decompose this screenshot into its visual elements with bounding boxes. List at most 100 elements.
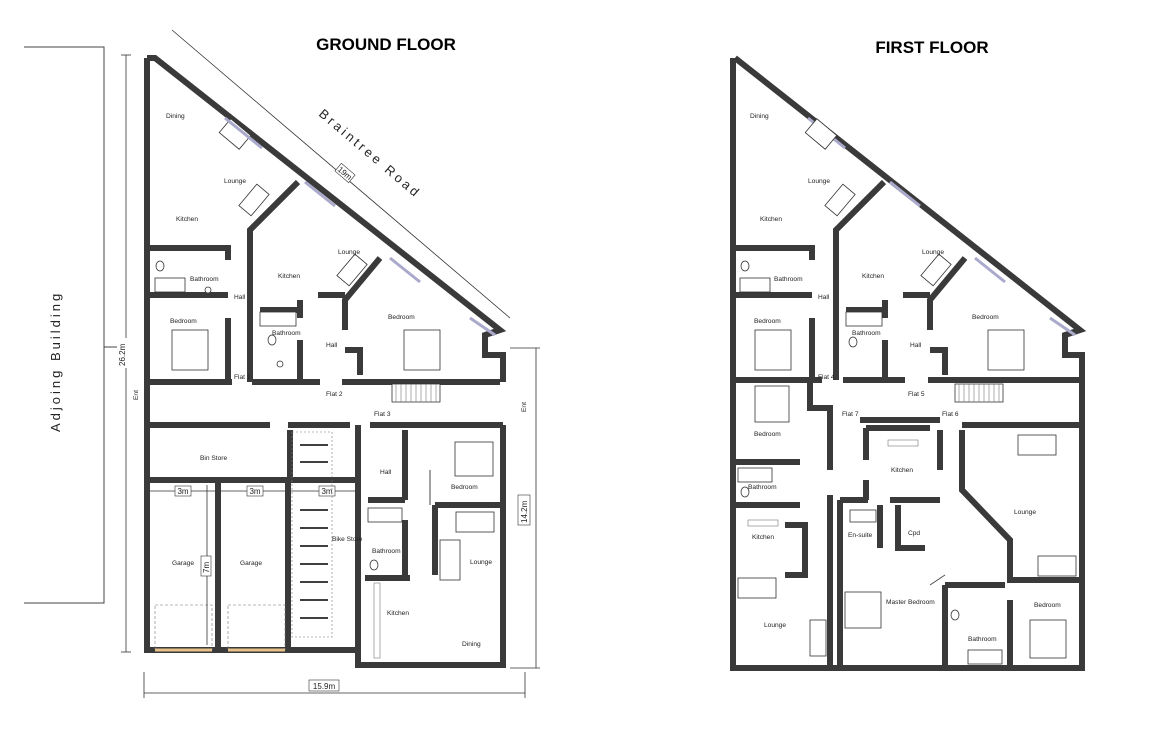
window (974, 256, 1006, 284)
room-label: Bedroom (754, 318, 781, 325)
garage-door-2 (227, 604, 286, 651)
outer-wall (730, 55, 1087, 671)
room-label: Lounge (1014, 509, 1036, 516)
room-label: Cpd (908, 530, 920, 537)
room-label: Hall (234, 294, 246, 301)
room-label: Bin Store (200, 455, 227, 462)
bed-icon (171, 329, 209, 371)
bed-icon (754, 385, 790, 423)
sofa-icon (455, 511, 495, 533)
adjoining-building-outline (24, 46, 105, 604)
sofa-icon (336, 253, 368, 287)
window (1049, 316, 1076, 337)
dim-label-box (174, 485, 192, 497)
room-label: Bedroom (451, 484, 478, 491)
room-label: Dining (750, 113, 769, 120)
room-label: Flat 2 (326, 391, 343, 398)
right-height-dim: 14.2m (520, 500, 529, 523)
door-swing (929, 574, 946, 586)
garage2-width-dim: 3m (249, 487, 260, 496)
garage1-width-dim: 3m (177, 487, 188, 496)
bath-icon (967, 649, 1003, 665)
room-label: Flat 1 (234, 374, 251, 381)
garage-depth-dim: 7m (202, 562, 211, 573)
sofa-icon (1017, 434, 1057, 456)
kitchen-counter (747, 519, 779, 527)
toilet-icon (267, 334, 277, 346)
room-label: Bedroom (170, 318, 197, 325)
sofa-icon (920, 253, 952, 287)
window (469, 316, 496, 337)
room-label: Kitchen (387, 610, 409, 617)
room-label: Bedroom (754, 431, 781, 438)
room-label: Kitchen (278, 273, 300, 280)
room-label: Dining (462, 641, 481, 648)
garage-door-1 (154, 604, 213, 651)
window (304, 180, 336, 208)
bed-icon (754, 329, 792, 371)
sofa-icon (809, 619, 827, 657)
bath-icon (367, 507, 403, 523)
flat5-wall (927, 256, 968, 375)
flat1-wall (147, 245, 231, 260)
window (224, 116, 263, 150)
ground-stairs (391, 383, 441, 403)
room-label: Kitchen (176, 216, 198, 223)
room-label: Lounge (922, 249, 944, 256)
bath-icon (259, 311, 297, 327)
basin-icon (204, 286, 212, 294)
room-label: Kitchen (760, 216, 782, 223)
room-label: Flat 5 (908, 391, 925, 398)
room-label: Bedroom (972, 314, 999, 321)
room-label: Bathroom (774, 276, 803, 283)
dim-label-box (308, 679, 340, 692)
room-label: Hall (910, 342, 922, 349)
corridor-wall-south (807, 380, 1082, 428)
bed-icon (987, 329, 1025, 371)
flat1-flat2-party-wall (247, 179, 301, 382)
room-label: Garage (240, 560, 262, 567)
dim-label-bg (117, 338, 128, 368)
flat4-flat5-party-wall (833, 179, 887, 380)
sofa-icon (1037, 555, 1077, 577)
flat6-wall (877, 505, 925, 551)
flat7-wall (785, 522, 808, 578)
dim-label-box (318, 485, 336, 497)
room-label: Kitchen (891, 467, 913, 474)
outer-wall-step (355, 650, 363, 668)
room-label: Bike Store (332, 536, 363, 543)
toilet-icon (740, 486, 750, 498)
bed-icon (403, 329, 441, 371)
room-label: Kitchen (862, 273, 884, 280)
toilet-icon (369, 559, 379, 571)
ground-fixtures (154, 118, 495, 659)
room-label: Bathroom (372, 548, 401, 555)
sofa-icon (439, 539, 461, 581)
bath-icon (737, 467, 773, 483)
room-label: Flat 7 (842, 411, 859, 418)
room-label: Garage (172, 560, 194, 567)
sofa-icon (737, 577, 777, 599)
room-label: Bathroom (748, 484, 777, 491)
room-label: Bathroom (272, 330, 301, 337)
window (389, 256, 421, 284)
sofa-icon (804, 118, 838, 150)
road-label: Braintree Road (316, 106, 424, 201)
bed-icon (454, 441, 494, 477)
flat4-wall (733, 245, 815, 260)
room-label: Flat 6 (942, 411, 959, 418)
toilet-icon (740, 260, 750, 272)
room-label: Hall (818, 294, 830, 301)
room-label: Kitchen (752, 534, 774, 541)
bike-width-dim: 3m (321, 487, 332, 496)
bath-icon (739, 277, 771, 293)
bin-store-wall (147, 442, 358, 483)
room-label: Lounge (808, 178, 830, 185)
dim-label-box (200, 555, 212, 577)
overall-width-dim: 15.9m (313, 682, 336, 691)
room-label: Lounge (764, 622, 786, 629)
outer-wall-right (363, 425, 506, 668)
room-label: Flat 3 (374, 411, 391, 418)
toilet-icon (950, 609, 960, 621)
